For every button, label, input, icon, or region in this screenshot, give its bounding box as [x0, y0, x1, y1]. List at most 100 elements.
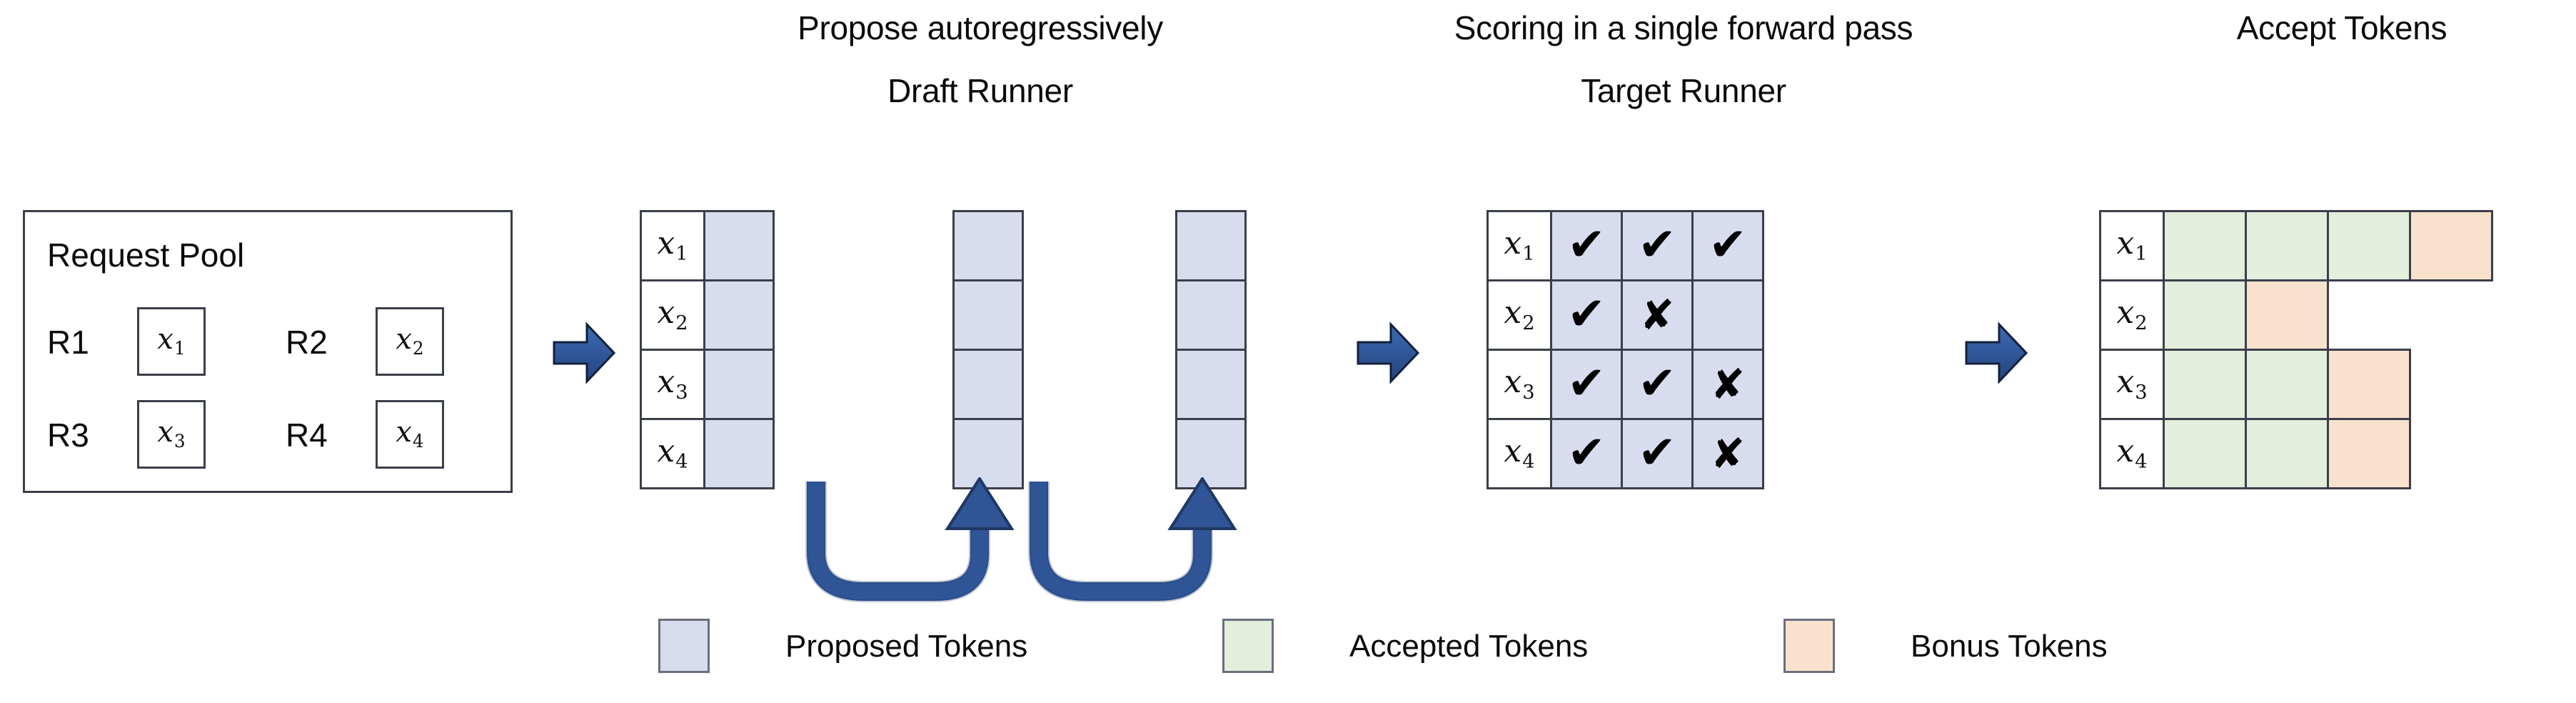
target-cell-accept: ✔	[1621, 210, 1694, 281]
draft-cell-proposed	[703, 418, 775, 489]
table-row: x2	[640, 279, 775, 351]
draft-cell-proposed	[703, 279, 775, 351]
draft-cell-proposed	[1175, 279, 1247, 351]
request-label-r1: R1	[47, 324, 89, 361]
accept-cell-bonus	[2409, 210, 2493, 281]
check-icon: ✔	[1567, 357, 1606, 411]
accept-row-label-2: x2	[2099, 279, 2165, 351]
table-row	[952, 279, 1024, 351]
accept-cell-accepted	[2163, 349, 2247, 420]
accept-cell-bonus	[2245, 279, 2329, 351]
accept-cell-accepted	[2163, 418, 2247, 489]
check-icon: ✔	[1567, 427, 1606, 480]
draft-cell-proposed	[952, 418, 1024, 489]
target-cell-accept: ✔	[1621, 418, 1694, 489]
accept-cell-accepted	[2245, 210, 2329, 281]
table-row	[1175, 418, 1247, 489]
autoregressive-feedback-arrow	[1028, 477, 1237, 602]
token-x3: x3	[157, 416, 186, 452]
request-label-r2: R2	[286, 324, 328, 361]
table-row: x1	[640, 210, 775, 281]
legend-label-accepted: Accepted Tokens	[1349, 629, 1589, 664]
heading-scoring: Scoring in a single forward pass	[1454, 9, 1913, 46]
request-token-r1: x1	[137, 307, 206, 376]
draft-row-label-1: x1	[640, 210, 705, 281]
arrow-target-to-accept	[1965, 321, 2028, 384]
token-x1: x1	[157, 323, 186, 359]
heading-draft-runner: Draft Runner	[887, 72, 1073, 109]
table-row	[1175, 349, 1247, 420]
draft-cell-proposed	[1175, 418, 1247, 489]
request-label-r4: R4	[286, 417, 328, 454]
check-icon: ✔	[1638, 427, 1676, 480]
table-row	[1175, 279, 1247, 351]
heading-target-runner: Target Runner	[1581, 72, 1786, 109]
draft-row-label-3: x3	[640, 349, 705, 420]
arrow-pool-to-draft	[553, 321, 615, 384]
target-cell-reject: ✘	[1621, 279, 1694, 351]
table-row: x1 ✔ ✔ ✔	[1486, 210, 1764, 281]
check-icon: ✔	[1638, 219, 1676, 272]
request-token-r4: x4	[376, 400, 444, 469]
request-token-r3: x3	[137, 400, 206, 469]
table-row: x4	[640, 418, 775, 489]
table-row: x3 ✔ ✔ ✘	[1486, 349, 1764, 420]
draft-cell-proposed	[952, 349, 1024, 420]
table-row: x1	[2099, 210, 2493, 281]
accept-cell-accepted	[2245, 349, 2329, 420]
accept-cell-empty	[2410, 419, 2492, 489]
draft-runner-step-2	[952, 210, 1024, 489]
heading-propose: Propose autoregressively	[798, 9, 1163, 46]
check-icon: ✔	[1638, 357, 1676, 411]
target-cell-accept: ✔	[1550, 279, 1623, 351]
table-row: x3	[640, 349, 775, 420]
autoregressive-feedback-arrow	[805, 477, 1015, 602]
accept-cell-bonus	[2327, 349, 2411, 420]
target-row-label-4: x4	[1486, 418, 1552, 489]
arrow-draft-to-target	[1357, 321, 1419, 384]
target-cell-accept: ✔	[1550, 210, 1623, 281]
legend-label-proposed: Proposed Tokens	[785, 629, 1028, 664]
table-row: x4 ✔ ✔ ✘	[1486, 418, 1764, 489]
accept-row-label-4: x4	[2099, 418, 2165, 489]
target-row-label-3: x3	[1486, 349, 1552, 420]
table-row	[952, 210, 1024, 281]
accept-cell-accepted	[2327, 210, 2411, 281]
request-label-r3: R3	[47, 417, 89, 454]
accept-tokens-grid: x1 x2 x3	[2099, 210, 2493, 489]
target-cell-reject: ✘	[1691, 418, 1764, 489]
cross-icon: ✘	[1710, 429, 1746, 478]
legend-swatch-bonus	[1783, 619, 1835, 673]
check-icon: ✔	[1567, 288, 1606, 341]
draft-cell-proposed	[1175, 349, 1247, 420]
draft-cell-proposed	[703, 349, 775, 420]
table-row	[952, 418, 1024, 489]
legend-label-bonus: Bonus Tokens	[1911, 629, 2108, 664]
accept-cell-accepted	[2245, 418, 2329, 489]
table-row: x3	[2099, 349, 2492, 420]
accept-row-label-3: x3	[2099, 349, 2165, 420]
accept-cell-empty	[2328, 281, 2410, 350]
table-row: x2 ✔ ✘	[1486, 279, 1764, 351]
draft-cell-proposed	[952, 210, 1024, 281]
draft-runner-step-1: x1 x2 x3 x4	[640, 210, 775, 489]
draft-cell-proposed	[703, 210, 775, 281]
table-row	[952, 349, 1024, 420]
accept-cell-empty	[2410, 281, 2492, 350]
target-runner-grid: x1 ✔ ✔ ✔ x2 ✔ ✘ x3 ✔ ✔ ✘	[1486, 210, 1764, 489]
target-cell-blank	[1691, 279, 1764, 351]
legend-swatch-proposed	[658, 619, 710, 673]
check-icon: ✔	[1709, 219, 1747, 272]
accept-cell-empty	[2410, 350, 2492, 419]
accept-cell-accepted	[2163, 279, 2247, 351]
target-cell-reject: ✘	[1691, 349, 1764, 420]
target-cell-accept: ✔	[1550, 418, 1623, 489]
target-cell-accept: ✔	[1550, 349, 1623, 420]
cross-icon: ✘	[1639, 290, 1675, 339]
draft-cell-proposed	[952, 279, 1024, 351]
draft-runner-step-3	[1175, 210, 1247, 489]
table-row: x2	[2099, 279, 2492, 351]
table-row	[1175, 210, 1247, 281]
target-row-label-1: x1	[1486, 210, 1552, 281]
